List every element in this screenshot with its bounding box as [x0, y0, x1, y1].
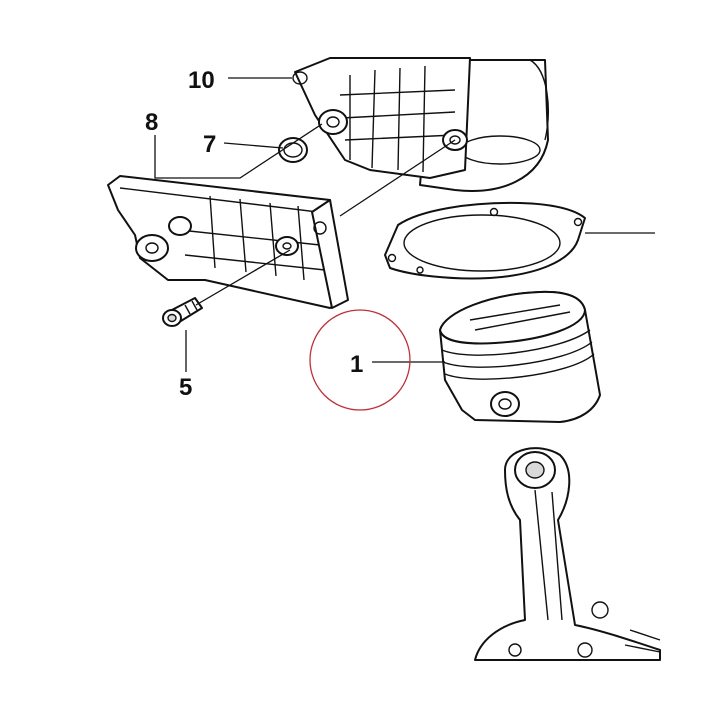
guide-plate[interactable]: [107, 175, 349, 309]
o-ring[interactable]: [278, 137, 308, 163]
leader-lines: [154, 77, 655, 372]
cylinder-block[interactable]: [292, 57, 549, 192]
callout-8: 8: [145, 109, 158, 136]
highlight-circle: [309, 309, 411, 411]
callout-7: 7: [203, 131, 216, 158]
piston[interactable]: [439, 290, 601, 423]
callout-10: 10: [188, 67, 215, 94]
callout-1: 1: [350, 351, 363, 378]
connecting-rod[interactable]: [474, 447, 661, 661]
callout-5: 5: [179, 374, 192, 401]
cylinder-base-gasket[interactable]: [384, 201, 586, 280]
screw[interactable]: [162, 297, 203, 327]
